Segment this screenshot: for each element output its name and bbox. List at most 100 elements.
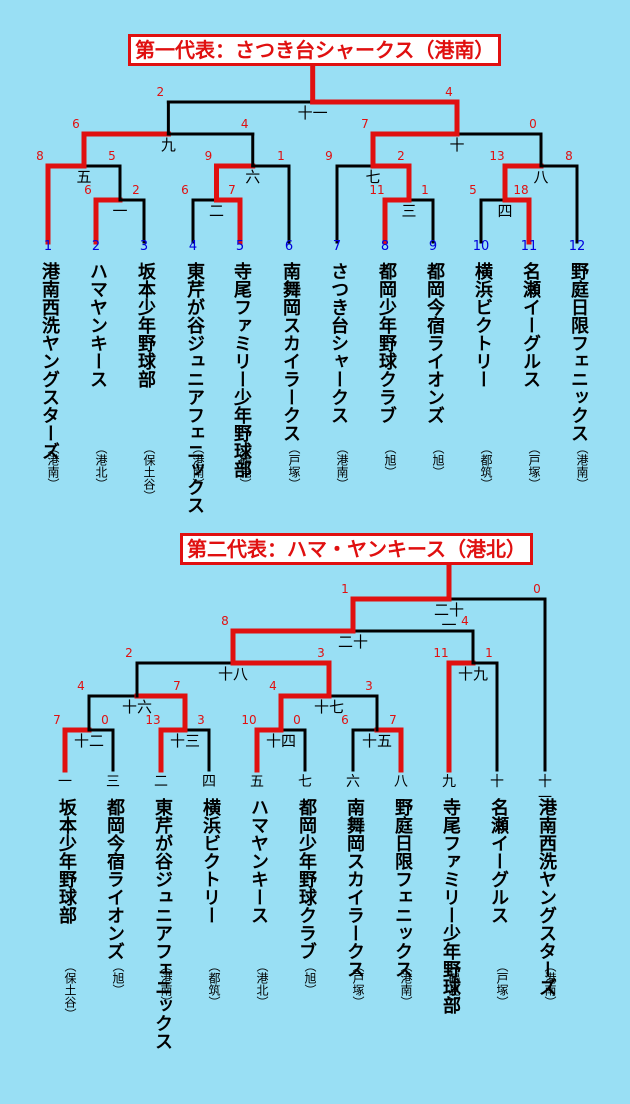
team-name: ハマヤンキース: [87, 262, 108, 388]
match-score-right: 7: [173, 679, 181, 693]
match-score-left: 7: [361, 117, 369, 131]
match-score-left: 2: [156, 85, 165, 99]
team-area: （戸塚）: [527, 442, 541, 490]
match-score-right: 1: [277, 149, 285, 163]
team-area: （港南）: [575, 442, 589, 490]
team-area: （港南）: [46, 442, 60, 490]
match-number-label: 三: [401, 202, 417, 220]
match-score-left: 1: [341, 582, 349, 596]
slot-match-label: 十: [490, 774, 504, 790]
match-number-label: 十五: [361, 732, 392, 750]
team-name: 港南西洗ヤングスターズ: [39, 262, 60, 460]
match-number-label: 四: [497, 202, 513, 220]
team-seed-number: 4: [188, 239, 198, 254]
match-score-left: 10: [241, 713, 257, 727]
team-area: （戸塚）: [495, 960, 509, 1008]
match-score-right: 0: [529, 117, 537, 131]
team-name: 寺尾ファミリー少年野球部: [231, 262, 252, 478]
match-number-label: 九: [160, 136, 176, 154]
match-number-label: 十九: [457, 665, 488, 683]
team-area: （旭）: [431, 442, 445, 478]
team-area: （都筑）: [207, 960, 221, 1008]
match-score-left: 5: [469, 183, 477, 197]
slot-match-label: 六: [346, 774, 360, 790]
match-score-right: 0: [101, 713, 109, 727]
team-name: 都岡今宿ライオンズ: [104, 798, 125, 960]
slot-match-label: 一: [58, 774, 72, 790]
slot-match-label: 八: [394, 774, 408, 790]
match-number-label: 六: [245, 168, 261, 186]
match-score-right: 4: [445, 85, 453, 99]
match-score-right: 7: [228, 183, 236, 197]
team-seed-number: 3: [139, 239, 149, 254]
match-number-label: 十: [449, 136, 465, 154]
team-area: （戸塚）: [287, 442, 301, 490]
team-name: 名瀬イーグルス: [488, 798, 509, 924]
match-number-label: 十七: [313, 698, 344, 716]
match-number-label: 五: [76, 168, 92, 186]
team-seed-number: 9: [428, 239, 438, 254]
match-score-left: 7: [53, 713, 61, 727]
match-score-right: 5: [108, 149, 116, 163]
team-area: （旭）: [303, 960, 317, 996]
team-name: 寺尾ファミリー少年野球部: [440, 798, 461, 1014]
team-name: 東芹が谷ジュニアフェニックス: [184, 262, 205, 514]
match-score-right: 0: [533, 582, 541, 596]
team-area: （港南）: [191, 442, 205, 490]
match-score-right: 2: [132, 183, 140, 197]
match-score-left: 13: [145, 713, 161, 727]
slot-match-label: 二: [154, 774, 168, 790]
match-score-left: 4: [269, 679, 277, 693]
match-number-label: 一: [112, 202, 128, 220]
team-seed-number: 6: [284, 239, 294, 254]
match-number-label: 八: [533, 168, 549, 186]
match-number-label: 十二: [73, 732, 104, 750]
team-name: 都岡少年野球クラブ: [376, 262, 397, 424]
team-name: 都岡今宿ライオンズ: [424, 262, 445, 424]
match-number-label: 十八: [217, 665, 248, 683]
team-seed-number: 5: [235, 239, 245, 254]
match-number-label: 十三: [169, 732, 200, 750]
team-name: 南舞岡スカイラークス: [344, 798, 365, 978]
team-area: （港北）: [255, 960, 269, 1008]
second-representative-banner: 第二代表：ハマ・ヤンキース（港北）: [180, 533, 533, 565]
match-score-left: 4: [77, 679, 85, 693]
slot-match-label: 九: [442, 774, 456, 790]
team-name: 横浜ビクトリー: [472, 262, 493, 388]
slot-match-label: 七: [298, 774, 312, 790]
match-number-label: 二十一: [433, 601, 464, 634]
match-score-right: 0: [293, 713, 301, 727]
team-name: 横浜ビクトリー: [200, 798, 221, 924]
match-score-right: 4: [461, 614, 469, 628]
team-seed-number: 8: [380, 239, 390, 254]
match-score-right: 3: [197, 713, 205, 727]
team-name: 野庭日限フェニックス: [392, 798, 413, 978]
match-score-left: 2: [125, 646, 133, 660]
match-score-left: 9: [325, 149, 333, 163]
team-area: （港南）: [159, 960, 173, 1008]
team-seed-number: 2: [91, 239, 101, 254]
team-seed-number: 10: [472, 239, 490, 254]
team-name: ハマヤンキース: [248, 798, 269, 924]
team-seed-number: 11: [520, 239, 538, 254]
team-area: （港南）: [399, 960, 413, 1008]
team-seed-number: 1: [43, 239, 53, 254]
team-name: 坂本少年野球部: [135, 262, 156, 388]
team-name: 野庭日限フェニックス: [568, 262, 589, 442]
match-score-left: 6: [84, 183, 92, 197]
team-name: 港南西洗ヤングスターズ: [536, 798, 557, 996]
team-seed-number: 7: [332, 239, 342, 254]
match-score-right: 2: [397, 149, 405, 163]
match-number-label: 十六: [121, 698, 152, 716]
match-score-right: 1: [421, 183, 429, 197]
team-name: 都岡少年野球クラブ: [296, 798, 317, 960]
match-score-right: 8: [565, 149, 573, 163]
match-score-right: 3: [365, 679, 373, 693]
match-score-left: 8: [36, 149, 44, 163]
match-score-right: 18: [513, 183, 529, 197]
match-score-right: 1: [485, 646, 493, 660]
team-area: （戸塚）: [351, 960, 365, 1008]
team-name: 名瀬イーグルス: [520, 262, 541, 388]
